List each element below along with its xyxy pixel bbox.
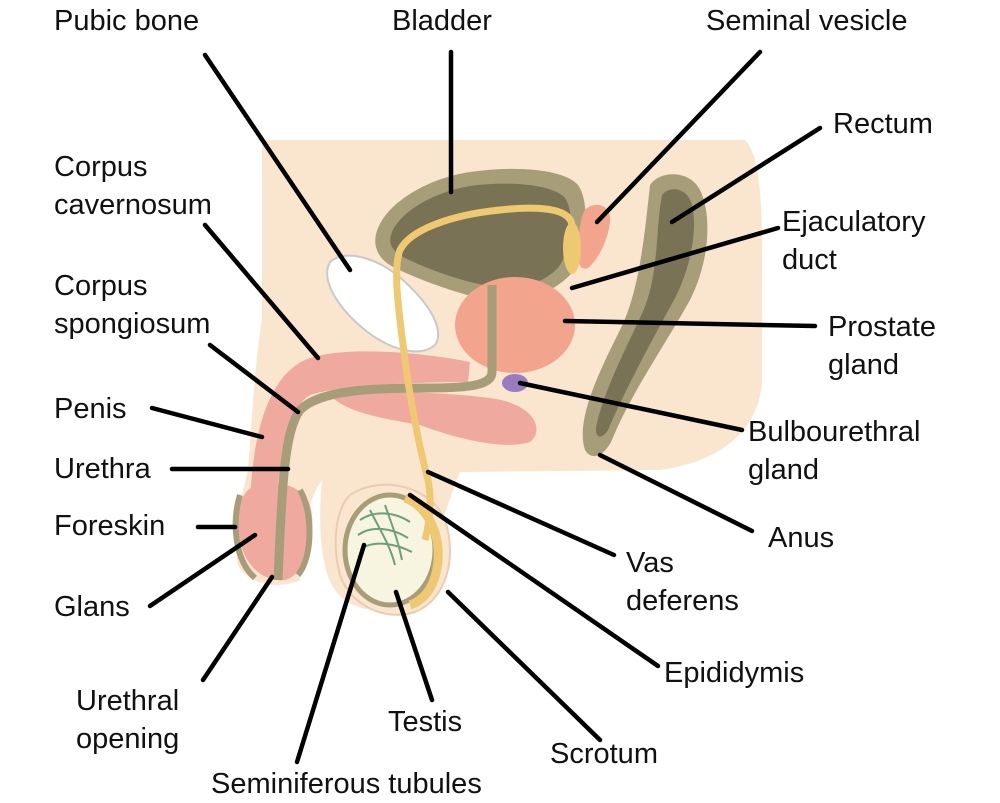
label-bulbourethral-gland-line1: Bulbourethral	[748, 416, 921, 448]
label-vas-deferens-line1: Vas	[626, 547, 674, 579]
vas-deferens-shape	[393, 204, 576, 541]
label-scrotum: Scrotum	[550, 738, 658, 770]
leader-scrotum	[445, 589, 603, 743]
leader-prostate-gland	[562, 318, 818, 329]
label-seminal-vesicle: Seminal vesicle	[706, 5, 908, 37]
leader-vas-deferens	[425, 469, 617, 558]
label-epididymis: Epididymis	[664, 657, 805, 689]
label-ejaculatory-duct-line2: duct	[782, 244, 837, 276]
label-foreskin: Foreskin	[54, 510, 166, 542]
prostate-gland-shape	[455, 277, 575, 373]
label-pubic-bone: Pubic bone	[54, 5, 200, 37]
label-corpus-spongiosum-line1: Corpus	[54, 270, 148, 302]
label-testis: Testis	[388, 706, 463, 738]
pubic-bone-shape	[326, 254, 440, 353]
label-corpus-spongiosum-line2: spongiosum	[54, 308, 211, 340]
label-vas-deferens-line2: deferens	[626, 585, 739, 617]
leader-seminal-vesicle	[594, 49, 763, 225]
label-bladder: Bladder	[392, 5, 492, 37]
leader-seminiferous-tubules	[294, 542, 367, 765]
label-rectum: Rectum	[833, 108, 933, 140]
label-urethra: Urethra	[54, 453, 151, 485]
leader-corpus-cavernosum	[202, 222, 321, 361]
urethra-shape	[273, 285, 497, 581]
foreskin-shape	[232, 488, 313, 581]
label-ejaculatory-duct-line1: Ejaculatory	[782, 206, 926, 238]
leader-lines	[147, 49, 823, 765]
leader-penis	[149, 405, 265, 440]
leader-urethral-opening	[200, 574, 275, 683]
corpus-cavernosum-shape	[250, 351, 470, 510]
leader-bulbourethral-gland	[517, 380, 745, 433]
leader-epididymis	[407, 492, 661, 669]
leader-testis	[393, 589, 435, 703]
label-glans: Glans	[54, 591, 130, 623]
label-corpus-cavernosum-line2: cavernosum	[54, 189, 212, 221]
label-anus: Anus	[768, 522, 835, 554]
label-seminiferous-tubules: Seminiferous tubules	[211, 768, 482, 800]
leader-rectum	[669, 125, 823, 225]
leader-ejaculatory-duct	[569, 225, 781, 291]
epididymis-shape	[403, 493, 443, 610]
label-prostate-gland-line1: Prostate	[828, 311, 936, 343]
leader-pubic-bone	[202, 52, 353, 273]
label-prostate-gland-line2: gland	[828, 349, 899, 381]
label-penis: Penis	[54, 393, 127, 425]
label-urethral-opening-line1: Urethral	[76, 685, 180, 717]
label-corpus-cavernosum-line1: Corpus	[54, 151, 148, 183]
leader-glans	[147, 532, 258, 609]
label-urethral-opening-line2: opening	[76, 723, 180, 755]
ejaculatory-duct-shape	[563, 222, 581, 274]
glans-shape	[238, 482, 313, 581]
seminal-vesicle-shape	[576, 204, 611, 269]
leader-corpus-spongiosum	[207, 342, 301, 415]
leader-anus	[597, 452, 755, 534]
corpus-spongiosum-shape	[330, 392, 537, 445]
label-bulbourethral-gland-line2: gland	[748, 454, 819, 486]
bulbourethral-gland-shape	[502, 374, 528, 392]
rectum-inner	[595, 189, 694, 437]
